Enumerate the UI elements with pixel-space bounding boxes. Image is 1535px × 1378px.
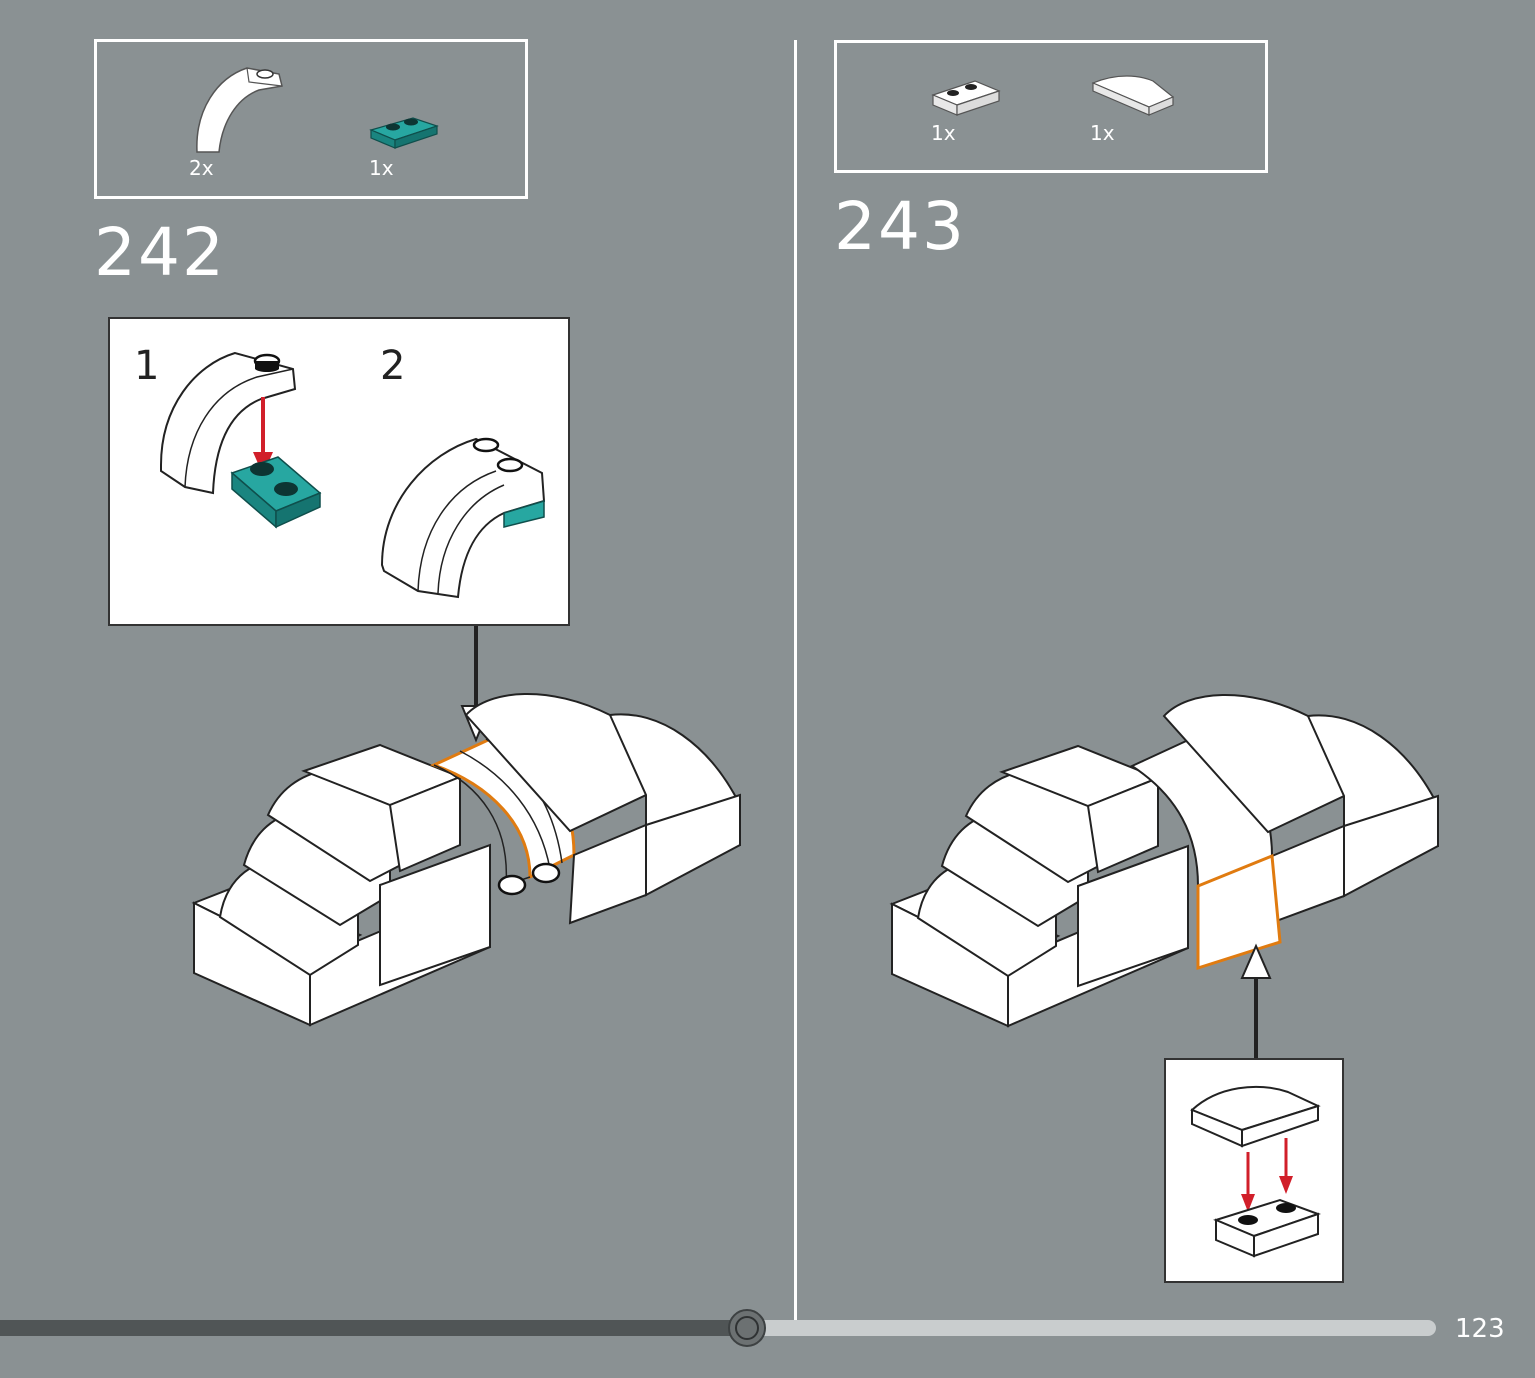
parts-list-step-243: 1x 1x [834,40,1268,173]
white-curved-slope-piece-icon [196,67,283,153]
page-number: 123 [1455,1314,1505,1344]
subassembly-callout: 1 2 [108,317,570,626]
curved-slope-brick-icon [160,351,297,495]
part-quantity: 1x [931,121,956,145]
part-quantity: 2x [189,156,214,180]
part-quantity: 1x [1090,121,1115,145]
teal-plate-1x2-icon [230,456,322,529]
teal-plate-1x2-piece-icon [369,117,439,149]
step-number-242: 242 [94,214,226,291]
curved-slope-on-teal-plate-icon [380,437,546,599]
substep-number: 2 [380,343,406,389]
white-plate-1x2-piece-icon [931,80,1001,116]
substep-number: 1 [134,343,160,389]
part-quantity: 1x [369,156,394,180]
progress-bar [0,1309,1436,1347]
parts-list-step-242: 2x 1x [94,39,528,199]
placement-arrow-icon [1240,943,1272,1060]
progress-track-completed [0,1320,747,1336]
white-curved-tile-piece-icon [1091,75,1175,116]
subassembly-callout [1164,1058,1344,1283]
dome-model-step-242 [191,693,741,1027]
page-divider [794,40,797,1330]
dome-model-step-243 [889,694,1439,1028]
step-number-243: 243 [834,188,966,265]
progress-marker-inner [735,1316,759,1340]
curved-tile-onto-plate-icon [1190,1085,1321,1258]
